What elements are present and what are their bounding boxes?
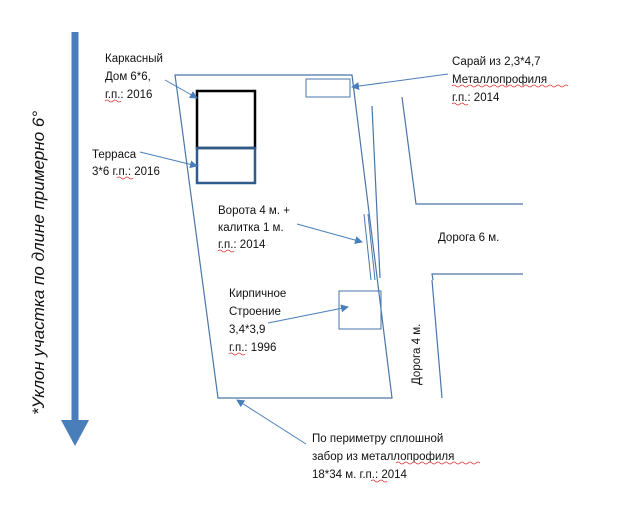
svg-text:забор из металлопрофиля: забор из металлопрофиля	[312, 451, 454, 463]
svg-text:г.п.: 1996: г.п.: 1996	[229, 342, 276, 354]
svg-text:По периметру сплошной: По периметру сплошной	[312, 433, 443, 445]
svg-text:Сарай из 2,3*4,7: Сарай из 2,3*4,7	[452, 56, 541, 68]
svg-text:г.п.: 2016: г.п.: 2016	[105, 89, 152, 101]
terrace	[195, 146, 257, 185]
label-shed: Сарай из 2,3*4,7 Металлопрофиля г.п.: 20…	[451, 56, 569, 106]
svg-text:18*34 м. г.п.: 2014: 18*34 м. г.п.: 2014	[312, 469, 408, 481]
label-road-6m: Дорога 6 м.	[438, 232, 499, 244]
svg-text:г.п.: 2014: г.п.: 2014	[452, 92, 500, 104]
svg-text:Металлопрофиля: Металлопрофиля	[452, 74, 547, 86]
svg-text:Ворота 4 м. +: Ворота 4 м. +	[218, 205, 290, 217]
svg-text:Кирпичное: Кирпичное	[229, 288, 286, 300]
slope-arrow	[61, 32, 89, 446]
svg-text:калитка 1 м.: калитка 1 м.	[218, 222, 284, 234]
svg-text:Каркасный: Каркасный	[105, 53, 163, 65]
svg-text:3*6 г.п.: 2016: 3*6 г.п.: 2016	[92, 166, 160, 178]
frame-house	[195, 89, 257, 150]
label-gate: Ворота 4 м. + калитка 1 м. г.п.: 2014	[217, 205, 290, 253]
svg-text:3,4*3,9: 3,4*3,9	[229, 324, 265, 336]
slope-note: *Уклон участка по длине примерно 6°	[29, 111, 48, 415]
label-brick-building: Кирпичное Строение 3,4*3,9 г.п.: 1996	[228, 288, 286, 356]
leader-arrows	[139, 73, 449, 445]
svg-text:Строение: Строение	[229, 306, 281, 318]
label-fence: По периметру сплошной забор из металлопр…	[312, 433, 481, 483]
gate-mark	[363, 213, 376, 281]
shed	[305, 78, 351, 98]
plot-outline	[174, 74, 393, 399]
svg-text:Дом 6*6,: Дом 6*6,	[105, 71, 151, 83]
label-road-4m: Дорога 4 м.	[411, 324, 423, 385]
svg-text:г.п.: 2014: г.п.: 2014	[218, 239, 266, 251]
label-frame-house: Каркасный Дом 6*6, г.п.: 2016	[104, 53, 163, 103]
road-lines	[371, 96, 523, 399]
label-terrace: Терраса 3*6 г.п.: 2016	[92, 149, 160, 180]
svg-text:Терраса: Терраса	[92, 149, 137, 161]
brick-building	[338, 290, 382, 330]
